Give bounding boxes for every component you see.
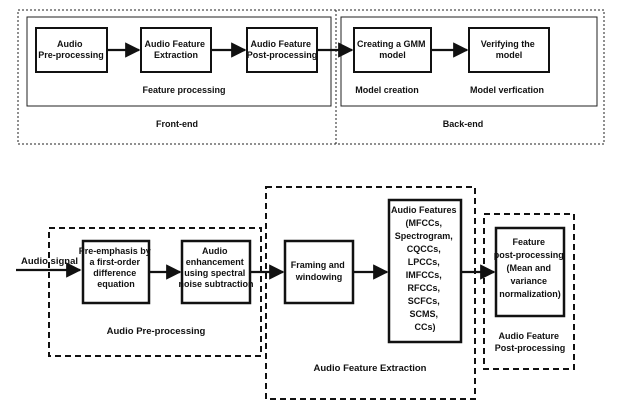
- box-verifying-model: [468, 27, 550, 73]
- backend-frame: [340, 16, 598, 107]
- group-audio-feature-extraction: [265, 186, 476, 400]
- group-audio-preprocessing: [48, 227, 262, 357]
- top-diagram: Audio Pre-processing Audio Feature Extra…: [17, 9, 605, 145]
- box-pre-emphasis: [81, 239, 151, 305]
- label-audio-feature-extraction: Audio Feature Extraction: [314, 363, 427, 374]
- label-model-creation: Model creation: [355, 85, 419, 95]
- label-back-end: Back-end: [443, 119, 484, 129]
- box-creating-gmm-text: Creating a GMM model: [357, 39, 428, 60]
- box-verifying-model-text: Verifying the model: [481, 39, 538, 60]
- label-audio-preprocessing: Audio Pre-processing: [107, 326, 206, 337]
- group-audio-feature-postprocessing: [483, 213, 575, 370]
- label-audio-signal: Audio signal: [21, 256, 78, 267]
- box-audio-features-text: Audio Features (MFCCs, Spectrogram, CQCC…: [391, 205, 459, 332]
- bottom-diagram: Audio signal Pre-emphasis by a first-ord…: [16, 186, 575, 400]
- box-audio-feature-extraction-text: Audio Feature Extraction: [144, 39, 207, 60]
- box-audio-preprocessing: [35, 27, 108, 73]
- feature-processing-frame: [26, 16, 332, 107]
- box-audio-enhancement: [180, 239, 252, 305]
- box-framing-windowing-text: Framing and windowing: [291, 260, 348, 282]
- label-front-end: Front-end: [156, 119, 198, 129]
- label-model-verification: Model verfication: [470, 85, 544, 95]
- label-audio-feature-postprocessing: Audio Feature Post-processing: [495, 331, 566, 353]
- box-audio-features: [387, 198, 463, 344]
- box-framing-windowing: [283, 239, 355, 305]
- box-feature-postprocessing: [494, 226, 566, 318]
- box-audio-feature-postprocessing-text: Audio Feature Post-processing: [247, 39, 318, 60]
- box-pre-emphasis-text: Pre-emphasis by a first-order difference…: [79, 246, 154, 289]
- box-feature-postprocessing-text: Feature post-processing (Mean and varian…: [494, 237, 567, 299]
- label-feature-processing: Feature processing: [142, 85, 225, 95]
- box-audio-preprocessing-text: Audio Pre-processing: [38, 39, 104, 60]
- outer-dotted-frame: [17, 9, 605, 145]
- box-audio-enhancement-text: Audio enhancement using spectral noise s…: [178, 246, 253, 289]
